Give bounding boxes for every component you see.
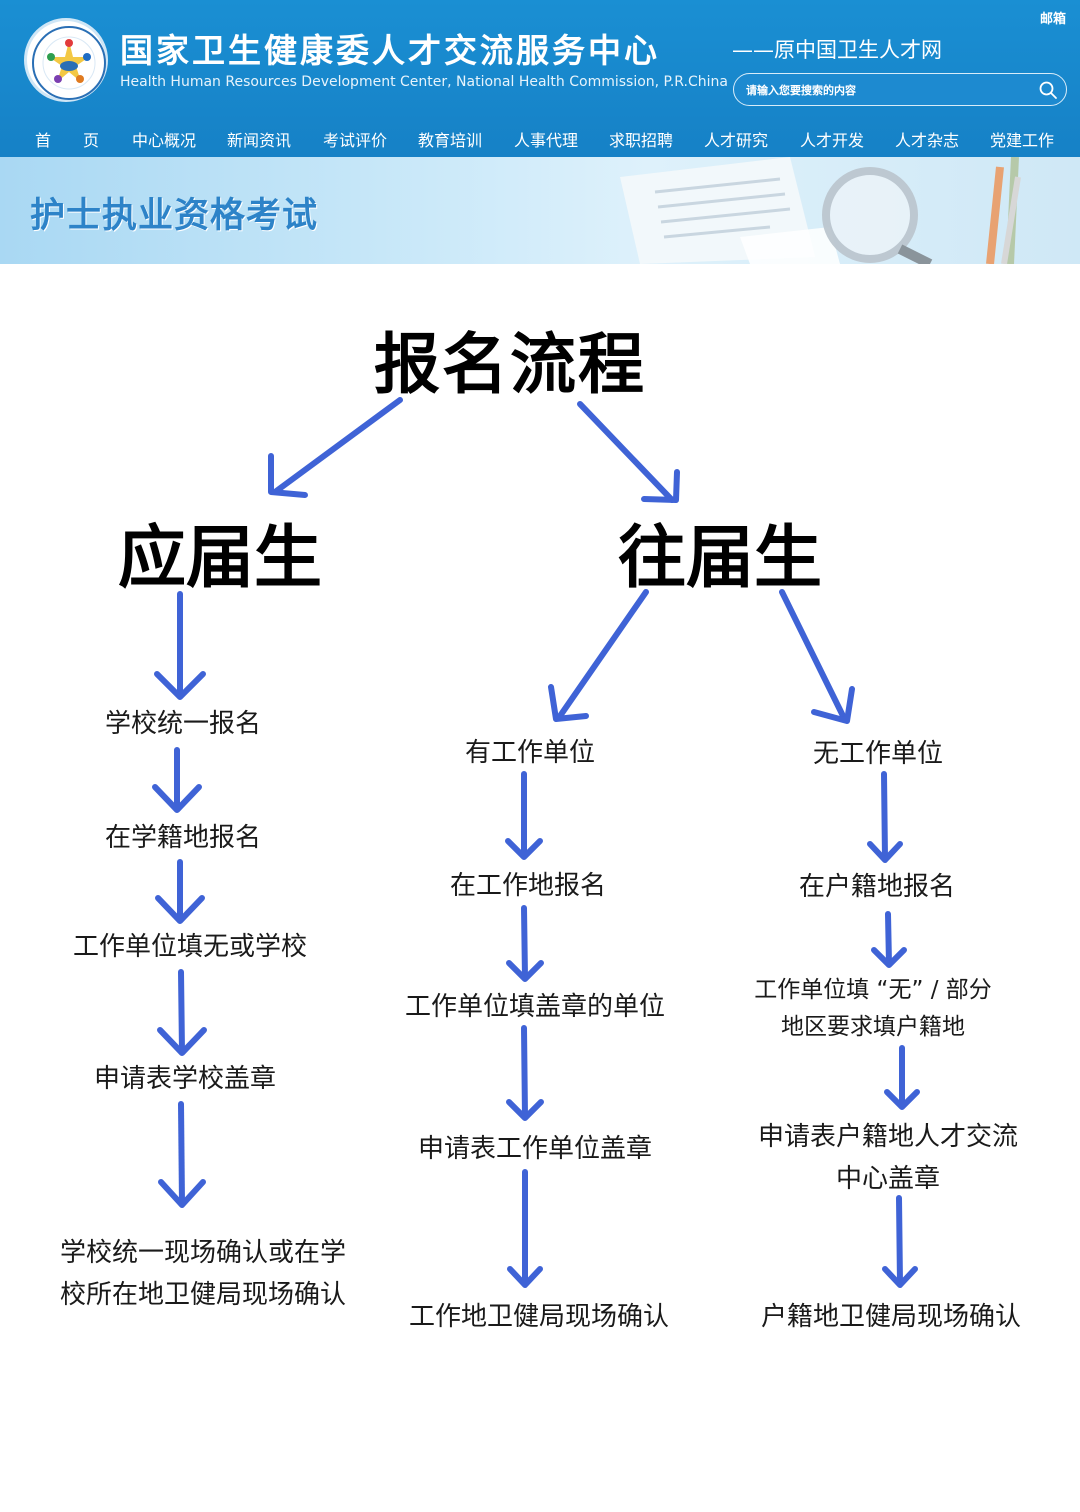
arrow-fresh-4-icon (157, 969, 207, 1056)
mail-link[interactable]: 邮箱 (1039, 12, 1066, 27)
documents-magnifier-icon (620, 157, 1021, 264)
employed-step-2: 工作单位填盖章的单位 (404, 992, 666, 1022)
nav-item-training[interactable]: 教育培训 (418, 131, 483, 150)
unemployed-step-4: 户籍地卫健局现场确认 (760, 1302, 1022, 1332)
former-site-name: ——原中国卫生人才网 (732, 38, 942, 62)
fresh-step-5-line-2: 校所在地卫健局现场确认 (59, 1280, 347, 1310)
nav-item-home-1[interactable]: 首 (35, 131, 52, 150)
nav-item-development[interactable]: 人才开发 (800, 131, 865, 150)
arrow-fresh-1-icon (154, 591, 206, 700)
search-icon[interactable] (1038, 80, 1058, 100)
search-box (733, 73, 1067, 106)
unemployed-step-2-line-2: 地区要求填户籍地 (781, 1014, 965, 1040)
registration-flowchart: 报名流程 应届生 往届生 学校统一报名 在学籍地报名 工作单位填无或学校 申请表… (0, 264, 1080, 1512)
nav-item-exams[interactable]: 考试评价 (323, 131, 388, 150)
unemployed-step-1: 在户籍地报名 (798, 872, 956, 902)
nav-item-personnel[interactable]: 人事代理 (514, 131, 579, 150)
arrow-fresh-3-icon (155, 859, 205, 924)
employed-label: 有工作单位 (464, 738, 596, 768)
arrow-unemployed-4-icon (882, 1195, 918, 1288)
arrow-employed-2-icon (506, 905, 544, 982)
fresh-step-3: 工作单位填无或学校 (72, 932, 308, 962)
unemployed-step-2-line-1: 工作单位填 “无” / 部分 (754, 977, 992, 1003)
nav-item-party[interactable]: 党建工作 (990, 131, 1055, 150)
main-nav: 首 页 中心概况 新闻资讯 考试评价 教育培训 人事代理 求职招聘 人才研究 人… (0, 118, 1080, 154)
fresh-step-1: 学校统一报名 (104, 709, 262, 739)
unemployed-label: 无工作单位 (812, 739, 944, 769)
nav-item-home-2[interactable]: 页 (83, 131, 100, 150)
employed-step-1: 在工作地报名 (449, 871, 607, 901)
arrow-employed-1-icon (505, 771, 543, 860)
nav-item-jobs[interactable]: 求职招聘 (609, 131, 674, 150)
nav-item-research[interactable]: 人才研究 (704, 131, 769, 150)
arrow-fresh-2-icon (152, 747, 202, 813)
nav-item-magazine[interactable]: 人才杂志 (895, 131, 960, 150)
branch-fresh-graduate: 应届生 (117, 519, 323, 598)
nav-item-news[interactable]: 新闻资讯 (227, 131, 292, 150)
page-banner: 护士执业资格考试 (0, 157, 1080, 264)
arrow-employed-3-icon (506, 1025, 544, 1121)
flow-title: 报名流程 (374, 326, 646, 403)
arrow-unemployed-2-icon (871, 911, 907, 968)
fresh-step-2: 在学籍地报名 (104, 823, 262, 853)
site-header: 国家卫生健康委人才交流服务中心 Health Human Resources D… (0, 0, 1080, 157)
flow-arrows (152, 397, 920, 1288)
nav-item-about[interactable]: 中心概况 (132, 131, 197, 150)
search-input[interactable] (746, 80, 1026, 100)
arrow-past-to-unemployed-icon (779, 589, 855, 724)
unemployed-step-3-line-1: 申请表户籍地人才交流 (757, 1122, 1019, 1152)
arrow-fresh-5-icon (158, 1101, 206, 1208)
fresh-step-4: 申请表学校盖章 (93, 1064, 277, 1094)
site-title: 国家卫生健康委人才交流服务中心 (120, 31, 660, 70)
employed-step-4: 工作地卫健局现场确认 (408, 1302, 670, 1332)
arrow-unemployed-3-icon (884, 1045, 920, 1110)
site-logo[interactable] (24, 18, 108, 102)
arrow-title-to-past-graduate-icon (577, 401, 680, 503)
banner-title: 护士执业资格考试 (30, 196, 319, 236)
fresh-step-5-line-1: 学校统一现场确认或在学 (59, 1238, 347, 1268)
arrow-employed-4-icon (507, 1169, 543, 1288)
arrow-title-to-fresh-graduate-icon (268, 397, 403, 498)
arrow-unemployed-1-icon (867, 771, 903, 863)
arrow-past-to-employed-icon (548, 589, 649, 722)
unemployed-step-3-line-2: 中心盖章 (835, 1164, 941, 1194)
branch-past-graduate: 往届生 (617, 519, 823, 598)
logo-emblem-icon (32, 26, 106, 100)
site-subtitle: Health Human Resources Development Cente… (120, 74, 728, 90)
employed-step-3: 申请表工作单位盖章 (417, 1134, 653, 1164)
